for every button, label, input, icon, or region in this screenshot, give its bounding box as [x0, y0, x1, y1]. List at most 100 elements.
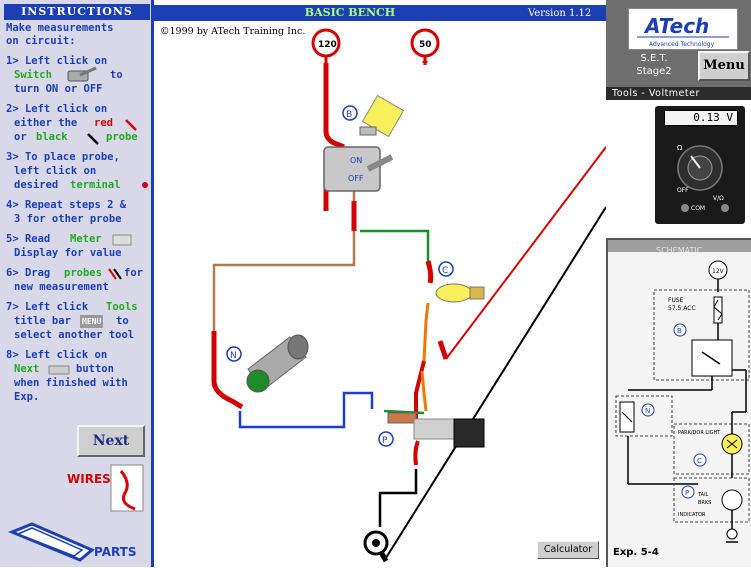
experiment-label: Exp. 5-4: [613, 547, 659, 558]
version-text: Version 1.12: [528, 8, 592, 19]
terminal-dot-icon: [142, 182, 148, 188]
fuse-120[interactable]: 120: [311, 28, 341, 65]
wire-black-ground: [378, 469, 418, 527]
switch-off-label: OFF: [348, 174, 364, 183]
meter-com-label: COM: [691, 205, 705, 212]
svg-text:C: C: [442, 266, 448, 276]
schematic-diagram: 12V FUSE 57.5 ACC B N PARK/DOR LIGHT C P…: [615, 260, 750, 543]
instr-line: select another tool: [14, 329, 135, 341]
wire-orange: [422, 302, 430, 362]
instr-line: either the: [14, 117, 78, 129]
fuse-120-label: 120: [318, 40, 337, 50]
instr-probes-word: probes: [64, 267, 102, 279]
instr-line: 3> To place probe,: [6, 151, 120, 163]
wire-red-left: [211, 331, 244, 410]
svg-text:P: P: [382, 436, 388, 446]
instr-line: Exp.: [14, 391, 40, 403]
schematic-marker-n: N: [645, 407, 650, 415]
stage-label: S.E.T. Stage2: [612, 52, 696, 84]
calculator-button[interactable]: Calculator: [537, 541, 599, 559]
instr-line: left click on: [14, 165, 97, 177]
instr-line: 4> Repeat steps 2 &: [6, 199, 127, 211]
black-probe-mini-icon: [87, 133, 99, 145]
instr-menu-chip: MENU: [80, 315, 104, 329]
instr-terminal-word: terminal: [70, 179, 121, 191]
marker-n: N: [226, 346, 242, 362]
schematic-marker-b: B: [677, 327, 682, 335]
instr-line: on circuit:: [6, 35, 76, 47]
wire-green-top: [360, 229, 430, 261]
instr-line: desired: [14, 179, 59, 191]
schematic-light-label: PARK/DOR LIGHT: [678, 430, 721, 436]
schematic-marker-c: C: [697, 457, 702, 465]
instr-line: for: [124, 267, 143, 279]
connector-block: [387, 412, 485, 448]
app-title: BASIC BENCH: [304, 6, 396, 19]
toggle-switch[interactable]: ON OFF: [323, 146, 394, 192]
marker-b: B: [342, 105, 358, 121]
copyright-text: ©1999 by ATech Training Inc.: [160, 26, 306, 37]
red-probe[interactable]: [437, 340, 449, 360]
light-bulb: [435, 283, 485, 303]
switch-on-label: ON: [350, 156, 362, 165]
instr-red-word: red: [94, 117, 113, 129]
parts-tool[interactable]: PARTS: [8, 520, 150, 564]
door-switch-component: [246, 334, 309, 393]
instr-line: 8> Left click on: [6, 349, 108, 361]
fuse-50-label: 50: [419, 40, 432, 50]
stage-line-2: Stage2: [636, 66, 672, 77]
instr-line: 7> Left click: [6, 301, 89, 313]
schematic-marker-p: P: [685, 489, 689, 497]
instr-line: or: [14, 131, 27, 143]
instr-black-word: black: [36, 131, 68, 143]
instr-line: 3 for other probe: [14, 213, 122, 225]
instr-probe-word: probe: [106, 131, 138, 143]
next-button[interactable]: Next: [77, 425, 145, 457]
instr-line: 6> Drag: [6, 267, 51, 279]
instr-line: to: [110, 69, 123, 81]
marker-c: C: [438, 261, 454, 277]
instr-line: new measurement: [14, 281, 109, 293]
meter-ohm-label: Ω: [677, 144, 683, 152]
relay-component: [359, 94, 405, 138]
schematic-fuse-rating: 57.5 ACC: [668, 305, 696, 312]
tools-title-bar[interactable]: Tools - Voltmeter: [606, 87, 751, 100]
menu-button[interactable]: Menu: [698, 51, 750, 81]
logo-text: ATech: [643, 14, 709, 38]
wires-label: WIRES: [67, 472, 111, 486]
instr-line: to: [116, 315, 129, 327]
app-title-bar: [154, 5, 606, 21]
schematic-fuse: FUSE: [668, 297, 684, 304]
black-probe-lead: [383, 206, 606, 562]
logo-subtext: Advanced Technology: [649, 41, 715, 48]
wires-tool[interactable]: WIRES: [65, 463, 147, 515]
next-mini-icon: [48, 365, 70, 375]
instr-line: title bar: [14, 315, 71, 327]
schematic-tail: TAIL: [697, 492, 709, 498]
stage-line-1: S.E.T.: [640, 53, 668, 64]
wire-green-bottom: [383, 409, 425, 415]
wire-blue: [238, 391, 374, 429]
schematic-title: SCHEMATIC: [656, 246, 703, 255]
parts-label: PARTS: [94, 545, 137, 559]
switch-mini-icon: [67, 66, 97, 82]
instr-line: 1> Left click on: [6, 55, 108, 67]
instr-line: when finished with: [14, 377, 128, 389]
schematic-indicator: INDICATOR: [678, 512, 706, 518]
instr-next-word: Next: [14, 363, 40, 375]
instr-switch-word: Switch: [14, 69, 52, 81]
wire-red-fuse-a: [323, 63, 345, 150]
atech-logo: ATech Advanced Technology: [628, 8, 738, 50]
wire-brown: [212, 187, 356, 336]
meter-display: 0.13 V: [664, 110, 738, 126]
instr-line: Display for value: [14, 247, 122, 259]
instr-meter-word: Meter: [70, 233, 102, 245]
schematic-title-bar[interactable]: SCHEMATIC: [608, 240, 751, 255]
instr-line: 2> Left click on: [6, 103, 108, 115]
ground-symbol: [363, 530, 389, 556]
schematic-12v: 12V: [712, 268, 725, 275]
instr-line: Make measurements: [6, 22, 114, 34]
fuse-50[interactable]: 50: [410, 28, 440, 65]
meter-off-label: OFF: [677, 187, 689, 194]
instr-line: button: [76, 363, 114, 375]
